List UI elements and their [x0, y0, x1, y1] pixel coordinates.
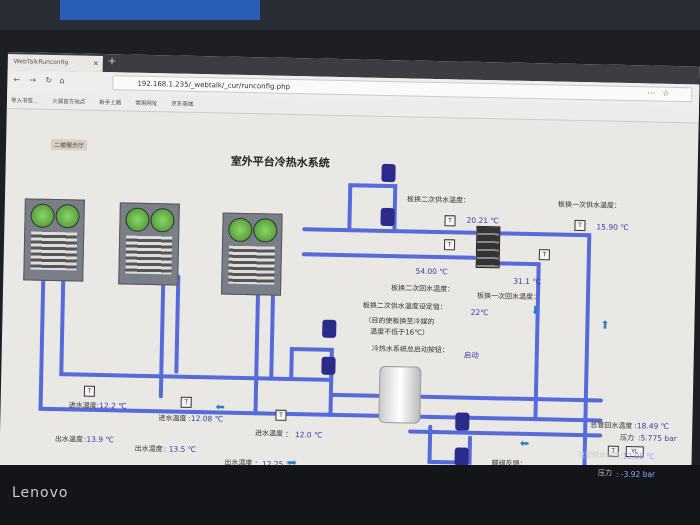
- main-return-pressure-value: :5.775 bar: [637, 433, 677, 444]
- hx-sec-supply-label: 板换二次供水温度：: [406, 195, 471, 205]
- new-tab-icon[interactable]: +: [107, 56, 117, 68]
- start-label: 冷热水系统总启动按钮：: [371, 344, 449, 355]
- bookmark[interactable]: 导入书签...: [10, 98, 39, 105]
- pump-icon[interactable]: [380, 207, 395, 227]
- setpoint-value[interactable]: 22℃: [470, 307, 489, 318]
- temp-sensor-tag: T: [574, 219, 586, 232]
- page-title: 室外平台冷热水系统: [230, 154, 330, 170]
- bookmark[interactable]: 火狐官方站点: [52, 98, 86, 106]
- forward-icon[interactable]: →: [29, 75, 37, 85]
- scada-page: 二楼展示厅 室外平台冷热水系统 板换二次供水温度： T 20.21 ℃ 板换一次…: [0, 108, 699, 487]
- temp-sensor-tag: T: [443, 239, 456, 251]
- outdoor-unit: [220, 212, 283, 296]
- home-icon[interactable]: ⌂: [59, 76, 65, 86]
- setpoint-note: 温度不低于16℃）: [370, 327, 430, 337]
- hx-sec-return-value: 54.00 ℃: [415, 266, 448, 277]
- unit3-in-value: ： 12.0 ℃: [284, 429, 323, 440]
- temp-sensor-tag: T: [180, 396, 192, 408]
- setpoint-label: 板换二次供水温度设定值：: [362, 301, 447, 312]
- outdoor-unit: [23, 198, 85, 282]
- pump-icon[interactable]: [454, 447, 469, 466]
- unit2-out-value: : 13.5 ℃: [163, 444, 197, 455]
- unit2-in-value: :12.08 ℃: [188, 413, 224, 424]
- tab-title: WebTalkRunconfig: [13, 58, 69, 67]
- hx-sec-return-label: 板换二次回水温度：: [391, 284, 455, 294]
- fan-icon: [228, 217, 253, 243]
- demo-button[interactable]: 二楼展示厅: [50, 138, 88, 151]
- arrow-left-icon: ⬅: [215, 400, 225, 414]
- background-wall: [0, 0, 700, 30]
- pump-icon[interactable]: [321, 356, 336, 375]
- browser-tab[interactable]: WebTalkRunconfig ✕: [7, 53, 103, 72]
- outdoor-unit: [118, 202, 180, 286]
- main-supply-value: :12.08 ℃: [620, 452, 655, 461]
- bookmark[interactable]: 新手上路: [99, 99, 122, 107]
- menu-dots-icon[interactable]: ⋯: [647, 88, 656, 98]
- main-supply-pressure-label: 压力: [598, 469, 612, 477]
- pump-icon[interactable]: [381, 163, 396, 183]
- fan-icon: [30, 203, 55, 229]
- water-tank: [378, 365, 422, 424]
- hx-sec-supply-value: 20.21 ℃: [466, 215, 499, 226]
- temp-sensor-tag: T: [444, 215, 456, 227]
- main-return-value: :18.49 ℃: [634, 421, 670, 431]
- unit3-in-label: 进水温度: [254, 429, 284, 438]
- monitor-screen: WebTalkRunconfig✕ + ← → ↻ ⌂ 192.168.1.23…: [0, 52, 700, 487]
- reload-icon[interactable]: ↻: [45, 75, 53, 85]
- start-button[interactable]: 启动: [463, 350, 479, 360]
- fan-icon: [150, 208, 175, 233]
- hx-pri-return-label: 板换一次回水温度：: [476, 291, 541, 302]
- bookmark[interactable]: 京东商城: [171, 101, 194, 108]
- arrow-left-icon: ⬅: [519, 436, 530, 450]
- pump-icon[interactable]: [322, 319, 337, 338]
- temp-sensor-tag: T: [538, 249, 550, 261]
- fan-icon: [55, 204, 80, 229]
- main-supply-label: 总管供水温度: [578, 451, 620, 459]
- pump-icon[interactable]: [455, 412, 470, 431]
- arrow-up-icon: ⬆: [600, 318, 610, 332]
- monitor-brand-logo: Lenovo: [12, 485, 69, 501]
- unit2-in-label: 进水温度: [158, 414, 187, 423]
- unit1-out-value: :13.9 ℃: [83, 434, 115, 445]
- unit1-in-value: :12.2 ℃: [96, 400, 127, 411]
- bookmark[interactable]: 常用网址: [135, 100, 158, 108]
- setpoint-note: （目的使板换至冷媒的: [364, 316, 435, 326]
- main-supply-pressure-value: : -3.92 bar: [616, 470, 656, 479]
- arrow-down-icon: ⬇: [530, 304, 541, 318]
- main-return-pressure-label: 压力: [619, 433, 635, 443]
- temp-sensor-tag: T: [83, 385, 96, 397]
- hx-pri-return-value: 31.1 ℃: [513, 276, 541, 287]
- close-tab-icon[interactable]: ✕: [92, 59, 99, 68]
- main-return-label: 总管回水温度: [590, 421, 633, 431]
- star-icon[interactable]: ☆: [662, 88, 670, 98]
- fan-icon: [253, 218, 278, 243]
- back-icon[interactable]: ←: [13, 75, 21, 85]
- unit1-out-label: 出水温度: [54, 435, 83, 444]
- fan-icon: [125, 207, 150, 232]
- hx-pri-supply-value: 15.90 ℃: [596, 222, 629, 233]
- monitor-bezel: [0, 465, 700, 525]
- unit1-in-label: 进水温度: [68, 401, 97, 410]
- hx-pri-supply-label: 板换一次供水温度：: [557, 200, 621, 210]
- unit2-out-label: 出水温度: [134, 444, 163, 454]
- temp-sensor-tag: T: [275, 409, 287, 421]
- heat-exchanger: [475, 225, 501, 269]
